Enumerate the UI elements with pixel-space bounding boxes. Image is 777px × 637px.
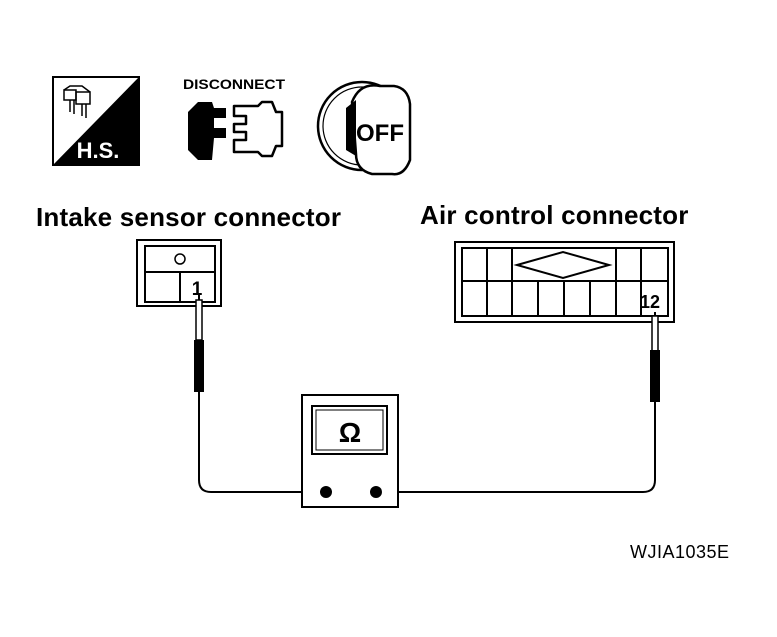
- ohmmeter: Ω: [301, 394, 399, 508]
- air-control-terminal-number: 12: [640, 292, 660, 312]
- left-lead-wire: [198, 392, 326, 493]
- ohm-symbol: Ω: [339, 417, 361, 448]
- disconnect-icon: DISCONNECT: [183, 76, 285, 160]
- left-test-probe: [194, 295, 204, 392]
- intake-sensor-connector: 1: [136, 239, 222, 307]
- harness-symbol-text: H.S.: [77, 138, 120, 163]
- right-test-probe: [650, 312, 660, 402]
- ignition-off-text: OFF: [356, 120, 404, 147]
- right-lead-wire: [376, 402, 656, 493]
- disconnect-text: DISCONNECT: [183, 76, 285, 92]
- harness-symbol-icon: H.S.: [52, 76, 140, 166]
- meter-terminal-left: [320, 486, 332, 498]
- air-control-connector-label: Air control connector: [420, 200, 689, 230]
- figure-code: WJIA1035E: [630, 542, 730, 562]
- intake-sensor-connector-label: Intake sensor connector: [36, 202, 342, 232]
- intake-terminal-number: 1: [192, 279, 203, 300]
- meter-terminal-right: [370, 486, 382, 498]
- air-control-connector: 12: [454, 241, 675, 323]
- ignition-off-icon: OFF: [316, 80, 412, 176]
